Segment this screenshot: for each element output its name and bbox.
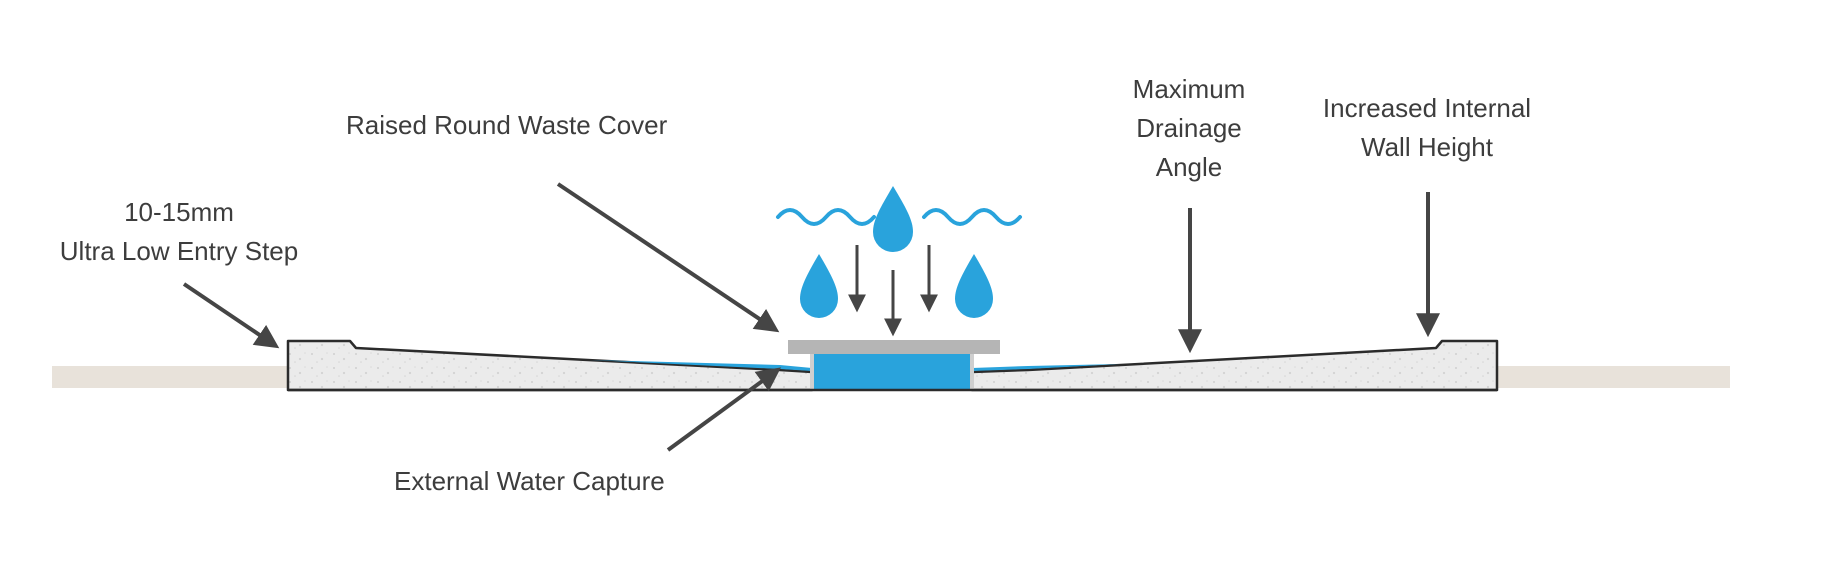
label-raised-cover: Raised Round Waste Cover <box>346 110 668 140</box>
water-drop-icon <box>800 254 838 318</box>
waste-basin <box>812 352 972 390</box>
tray-right-half <box>970 339 1499 392</box>
waste-cover <box>788 340 1000 354</box>
label-water-capture: External Water Capture <box>394 466 665 496</box>
wave-left-icon <box>776 208 876 226</box>
label-drainage-line1: Maximum <box>1133 74 1246 104</box>
callout-arrow-entry-step <box>182 282 280 349</box>
water-drop-icon <box>873 186 913 252</box>
label-wall-line1: Increased Internal <box>1323 93 1531 123</box>
water-pool <box>590 360 1120 371</box>
label-entry-step-line2: Ultra Low Entry Step <box>60 236 298 266</box>
label-drainage-line2: Drainage <box>1136 113 1242 143</box>
callout-arrow-cover <box>556 182 780 333</box>
label-entry-step-line1: 10-15mm <box>124 197 234 227</box>
label-drainage-line3: Angle <box>1156 152 1223 182</box>
wave-right-icon <box>922 208 1022 226</box>
floor-right <box>1498 366 1730 388</box>
label-wall-line2: Wall Height <box>1361 132 1494 162</box>
floor-left <box>52 366 290 388</box>
callout-arrow-water-capture <box>666 367 782 452</box>
water-drop-icon <box>955 254 993 318</box>
